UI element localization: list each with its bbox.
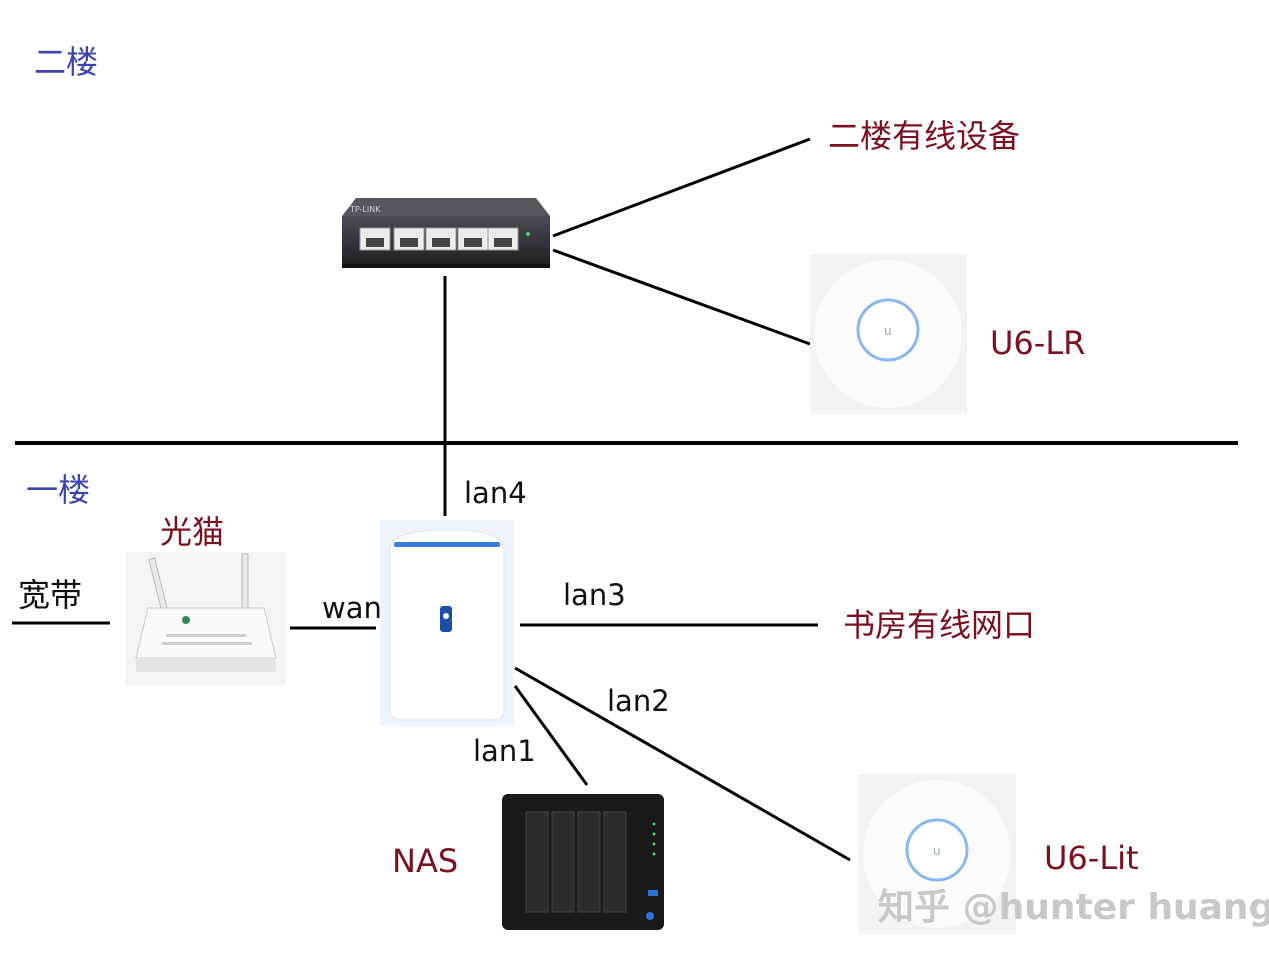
broadband-label: 宽带 xyxy=(18,576,83,614)
watermark-site: 知乎 xyxy=(878,887,951,928)
nas-image xyxy=(500,792,668,932)
svg-text:u: u xyxy=(884,324,892,338)
router-image xyxy=(380,520,514,726)
u6-lite-image: u xyxy=(858,774,1016,934)
link-lan1 xyxy=(513,685,589,786)
u6-lr-label: U6-LR xyxy=(990,324,1086,362)
second-floor-wired-label: 二楼有线设备 xyxy=(828,117,1021,155)
port-wan-label: wan xyxy=(322,591,382,625)
svg-text:TP-LINK: TP-LINK xyxy=(349,205,381,214)
link-switch-u6lr xyxy=(552,248,811,346)
port-lan3-label: lan3 xyxy=(563,578,626,612)
link-lan2 xyxy=(514,666,851,862)
watermark-user: @hunter huang xyxy=(962,887,1269,928)
study-port-label: 书房有线网口 xyxy=(843,606,1036,644)
switch-image: TP-LINK xyxy=(338,194,554,276)
u6-lite-label: U6-Lit xyxy=(1044,839,1139,877)
modem-label: 光猫 xyxy=(160,513,225,551)
link-switch-wired xyxy=(552,137,811,238)
u6-lr-image: u xyxy=(810,254,967,414)
first-floor-label: 一楼 xyxy=(26,471,91,509)
port-lan1-label: lan1 xyxy=(473,734,536,768)
nas-label: NAS xyxy=(392,842,459,880)
svg-text:u: u xyxy=(933,844,941,858)
modem-image xyxy=(126,552,286,685)
port-lan4-label: lan4 xyxy=(464,476,527,510)
watermark: 知乎 @hunter huang xyxy=(878,890,1269,926)
second-floor-label: 二楼 xyxy=(34,43,99,81)
port-lan2-label: lan2 xyxy=(607,684,670,718)
